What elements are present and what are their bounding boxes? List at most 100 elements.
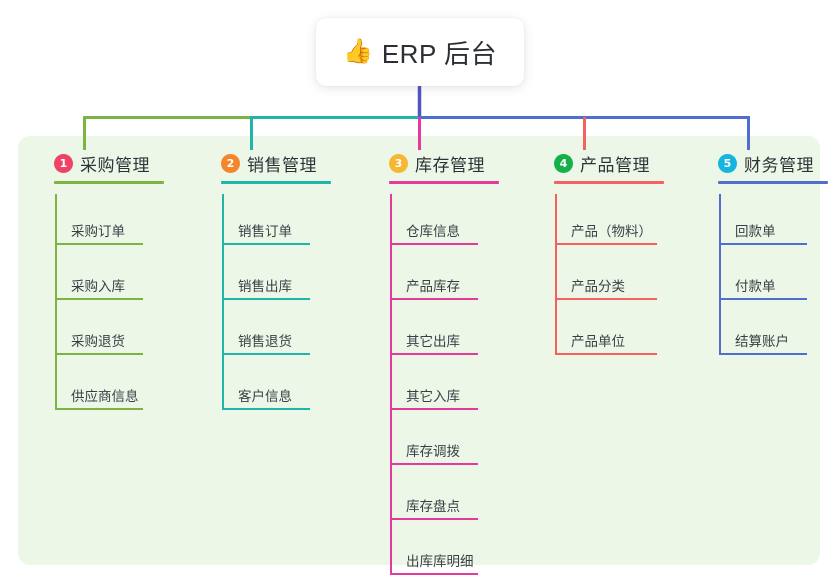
branch-item-list: 仓库信息产品库存其它出库其它入库库存调拨库存盘点出库库明细 <box>371 194 485 579</box>
branch-item-underline <box>55 408 143 410</box>
branch-column-3: 3 库存管理仓库信息产品库存其它出库其它入库库存调拨库存盘点出库库明细 <box>371 146 499 579</box>
branch-item[interactable]: 仓库信息 <box>371 194 485 249</box>
branch-header-5[interactable]: 5 财务管理 <box>700 146 828 184</box>
branch-item-underline <box>222 243 310 245</box>
branch-underline <box>389 181 499 184</box>
branch-item[interactable]: 采购订单 <box>36 194 150 249</box>
branch-underline <box>54 181 164 184</box>
branch-item[interactable]: 产品（物料） <box>536 194 657 249</box>
branches-panel <box>18 136 820 565</box>
branch-item[interactable]: 其它出库 <box>371 304 485 359</box>
branch-item-underline <box>222 353 310 355</box>
branch-item-label: 采购订单 <box>71 224 125 239</box>
branch-index-badge: 4 <box>554 153 573 173</box>
branch-item[interactable]: 库存盘点 <box>371 469 485 524</box>
branch-item-label: 采购退货 <box>71 334 125 349</box>
branch-item[interactable]: 产品库存 <box>371 249 485 304</box>
branch-item[interactable]: 采购入库 <box>36 249 150 304</box>
branch-item[interactable]: 客户信息 <box>203 359 317 414</box>
branch-item-label: 结算账户 <box>735 334 789 349</box>
branch-item-underline <box>719 353 807 355</box>
branch-item-underline <box>222 298 310 300</box>
branch-item-underline <box>555 298 657 300</box>
branch-item-underline <box>390 573 478 575</box>
branch-item-label: 供应商信息 <box>71 389 139 404</box>
branch-item[interactable]: 采购退货 <box>36 304 150 359</box>
branch-header-3[interactable]: 3 库存管理 <box>371 146 499 184</box>
branch-item[interactable]: 回款单 <box>700 194 814 249</box>
branch-column-5: 5 财务管理回款单付款单结算账户 <box>700 146 828 359</box>
branch-spine <box>719 194 721 355</box>
branch-underline <box>718 181 828 184</box>
branch-item-label: 销售订单 <box>238 224 292 239</box>
branch-item-underline <box>222 408 310 410</box>
branch-item-list: 产品（物料） 产品分类产品单位 <box>536 194 657 359</box>
branch-index-badge: 2 <box>221 153 240 173</box>
branch-item-label: 产品分类 <box>571 279 625 294</box>
branch-item-label: 产品单位 <box>571 334 625 349</box>
root-node-title: ERP 后台 <box>381 38 498 69</box>
branch-item-label: 产品库存 <box>406 279 460 294</box>
branch-item-label: 仓库信息 <box>406 224 460 239</box>
branch-item-label: 销售出库 <box>238 279 292 294</box>
branch-item[interactable]: 库存调拨 <box>371 414 485 469</box>
branch-item[interactable]: 付款单 <box>700 249 814 304</box>
branch-spine <box>390 194 392 575</box>
branch-header-4[interactable]: 4 产品管理 <box>536 146 664 184</box>
branch-spine <box>222 194 224 410</box>
branch-index-badge: 1 <box>54 153 73 173</box>
branch-title: 财务管理 <box>744 155 814 175</box>
branch-item-label: 出库库明细 <box>406 554 474 569</box>
root-node-erp-backend[interactable]: 👍 ERP 后台 <box>316 18 524 86</box>
branch-item-label: 回款单 <box>735 224 776 239</box>
branch-item-list: 回款单付款单结算账户 <box>700 194 814 359</box>
thumbs-up-icon: 👍 <box>342 38 373 65</box>
branch-header-1[interactable]: 1 采购管理 <box>36 146 164 184</box>
branch-index-badge: 3 <box>389 153 408 173</box>
branch-item-underline <box>390 518 478 520</box>
branch-item[interactable]: 销售退货 <box>203 304 317 359</box>
branch-item[interactable]: 产品单位 <box>536 304 657 359</box>
branch-column-1: 1 采购管理采购订单采购入库采购退货供应商信息 <box>36 146 164 414</box>
branch-item-label: 销售退货 <box>238 334 292 349</box>
branch-item-underline <box>390 408 478 410</box>
branch-item[interactable]: 销售订单 <box>203 194 317 249</box>
branch-item-label: 客户信息 <box>238 389 292 404</box>
branch-item[interactable]: 销售出库 <box>203 249 317 304</box>
branch-item-underline <box>390 353 478 355</box>
branch-item-underline <box>390 463 478 465</box>
branch-item[interactable]: 结算账户 <box>700 304 814 359</box>
branch-item[interactable]: 供应商信息 <box>36 359 150 414</box>
branch-item-underline <box>719 243 807 245</box>
branch-index-badge: 5 <box>718 153 737 173</box>
branch-item[interactable]: 其它入库 <box>371 359 485 414</box>
branch-item-underline <box>555 353 657 355</box>
branch-item-underline <box>555 243 657 245</box>
branch-spine <box>55 194 57 410</box>
branch-item[interactable]: 出库库明细 <box>371 524 485 579</box>
branch-spine <box>555 194 557 355</box>
branch-title: 采购管理 <box>80 155 150 175</box>
branch-column-4: 4 产品管理产品（物料） 产品分类产品单位 <box>536 146 664 359</box>
branch-item-label: 产品（物料） <box>571 224 652 239</box>
branch-item[interactable]: 产品分类 <box>536 249 657 304</box>
branch-item-label: 库存盘点 <box>406 499 460 514</box>
branch-item-label: 采购入库 <box>71 279 125 294</box>
branch-underline <box>221 181 331 184</box>
branch-title: 库存管理 <box>415 155 485 175</box>
branch-item-label: 其它入库 <box>406 389 460 404</box>
branch-item-list: 销售订单销售出库销售退货客户信息 <box>203 194 317 414</box>
branch-item-underline <box>55 353 143 355</box>
branch-item-underline <box>55 243 143 245</box>
branch-item-list: 采购订单采购入库采购退货供应商信息 <box>36 194 150 414</box>
branch-title: 产品管理 <box>580 155 650 175</box>
branch-item-underline <box>55 298 143 300</box>
branch-item-underline <box>390 243 478 245</box>
branch-item-underline <box>719 298 807 300</box>
branch-item-underline <box>390 298 478 300</box>
